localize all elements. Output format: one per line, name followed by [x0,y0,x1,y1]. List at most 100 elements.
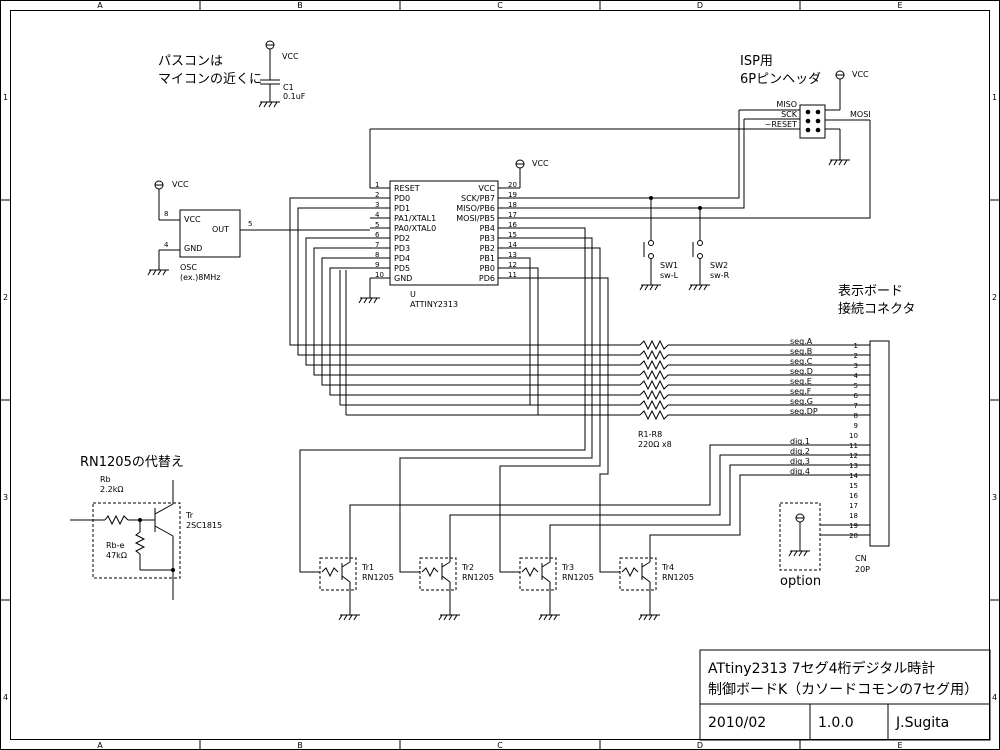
ground-hatch [828,159,833,166]
mcu-pin-name: MOSI/PB5 [456,214,495,223]
ground-hatch [843,159,848,166]
svg-text:2.2kΩ: 2.2kΩ [100,485,123,494]
ground-hatch [343,614,348,621]
transistor-outline [519,557,557,591]
svg-text:U: U [410,290,416,299]
title-block [699,649,991,741]
option-header [779,502,870,571]
note-isp-line2: 6Pピンヘッダ [740,72,821,87]
col-label: E [897,1,902,10]
transistor-collector [341,561,351,568]
mcu-pin-number: 19 [508,191,517,199]
col-label: A [97,1,103,10]
connector-pin-number: 15 [849,482,858,490]
ground-hatch [833,159,838,166]
ground-hatch [553,614,558,621]
switch-sw2: SW2 sw-R [692,210,730,285]
ground-hatch [793,550,798,557]
ground-hatch [698,284,703,291]
transistor-ref: Tr3 [561,563,574,572]
note-display-line2: 接続コネクタ [838,301,915,317]
wire [449,454,845,562]
svg-text:5: 5 [248,220,252,228]
mcu-pin-name: PD0 [394,194,410,203]
option-label: option [780,574,821,589]
resistor-zigzag [639,379,669,391]
ground-hatch [358,297,363,304]
row-label: 3 [992,493,997,502]
mcu-pin-name: PA1/XTAL1 [394,214,436,223]
vcc-symbol: VCC [835,70,869,110]
oscillator: VCC GND OUT 8 4 5 OSC (ex.)8MHz [158,209,370,282]
svg-text:MOSI: MOSI [850,110,871,119]
transistor-emitter [341,575,351,583]
ground-hatch [438,614,443,621]
mcu-pin-number: 9 [375,261,379,269]
resistor-zigzag [639,339,669,351]
frame-labels: A B C D E A B C D E 1 2 3 4 1 2 3 4 [3,1,997,750]
svg-text:47kΩ: 47kΩ [106,551,127,560]
ground-hatch [648,614,653,621]
wire [520,267,539,415]
mcu-pin-number: 7 [375,241,379,249]
connector-cn: CN 20P [855,340,890,574]
resistor-value: 220Ω x8 [638,440,672,449]
digit-label: dig.2 [790,447,810,456]
ground-hatch [348,614,353,621]
mcu-pin-number: 4 [375,211,380,219]
ground-hatch [703,284,708,291]
mcu-pin-number: 11 [508,271,517,279]
connector-pin-number: 12 [849,452,858,460]
row-label: 1 [3,93,8,102]
segment-label: seg.B [790,347,812,356]
transistor-collector [441,561,451,568]
vcc-symbol: VCC [515,159,549,187]
transistor-bias-resistor [521,567,539,578]
svg-text:OSC: OSC [180,263,197,272]
resistor-zigzag [639,369,669,381]
col-label: A [97,741,103,750]
row-label: 4 [3,693,8,702]
mcu-pin-name: PB0 [480,264,495,273]
wire [549,464,845,562]
ground-symbol [538,614,560,621]
svg-text:sw-L: sw-L [660,271,679,280]
resistor-array [639,339,669,421]
title-version: 1.0.0 [818,715,854,731]
ground-hatch [643,614,648,621]
ground-symbol [338,614,360,621]
title-author: J.Sugita [895,715,949,731]
svg-text:VCC: VCC [532,159,549,168]
note-display-line1: 表示ボード [838,284,903,299]
svg-text:Tr: Tr [185,511,194,520]
mcu-pin-number: 14 [508,241,517,249]
transistor-part: RN1205 [662,573,694,582]
mcu-pin-number: 20 [508,181,517,189]
mcu-pin-name: PB4 [480,224,495,233]
ground-hatch [693,284,698,291]
connector-pin-number: 18 [849,512,858,520]
segment-label: seg.G [790,397,813,406]
mcu-pin-name: PD3 [394,244,410,253]
ground-symbol [438,614,460,621]
transistor-part: RN1205 [362,573,394,582]
svg-text:OUT: OUT [212,225,229,234]
segment-label: seg.D [790,367,813,376]
ground-hatch [162,269,167,276]
mcu-pin-name: MISO/PB6 [456,204,495,213]
note-rn1205-alt: RN1205の代替え [80,455,184,470]
connector-pin-number: 3 [854,362,858,370]
col-label: C [497,1,503,10]
mcu-pin-name: PB3 [480,234,495,243]
svg-text:MISO: MISO [776,100,797,109]
wire [349,444,845,562]
transistor-bias-resistor [421,567,439,578]
title-line2: 制御ボードK（カソードコモンの7セグ用） [708,682,978,698]
svg-text:VCC: VCC [282,52,299,61]
col-label: D [697,1,703,10]
transistor-part: RN1205 [462,573,494,582]
